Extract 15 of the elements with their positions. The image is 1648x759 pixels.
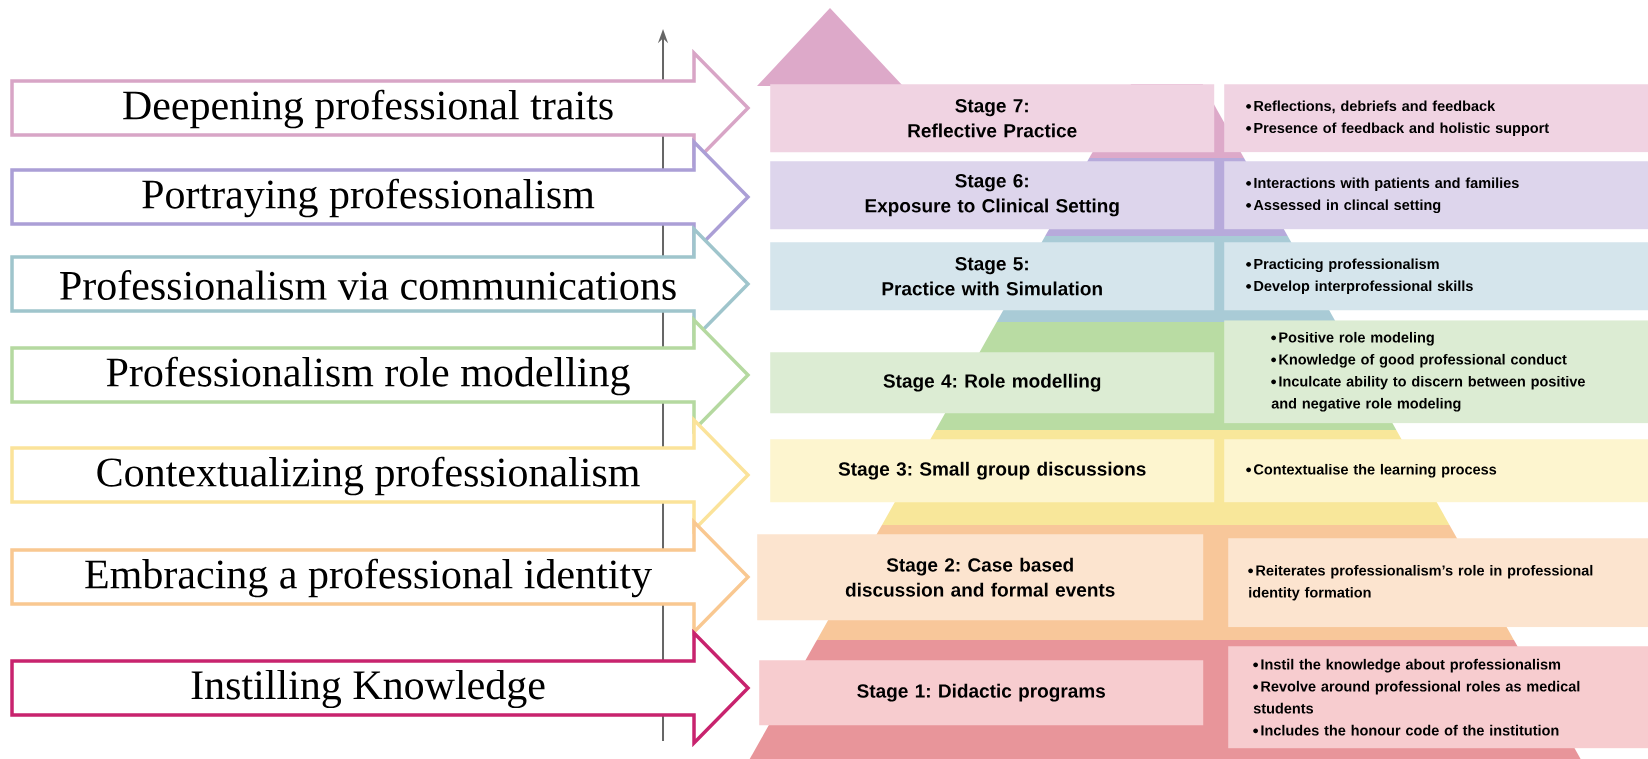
description-box: Positive role modeling Knowledge of good professional conduct Inculcate ability to discern between positive and negative role modeling: [1224, 320, 1648, 424]
description-box: Interactions with patients and families Assessed in clincal setting: [1224, 161, 1648, 230]
description-box: Practicing professionalism Develop interprofessional skills: [1224, 242, 1648, 311]
stage-box: Stage 5: Practice with Simulation: [770, 242, 1215, 311]
node-label: Instilling Knowledge: [191, 669, 545, 709]
description-box: Reflections, debriefs and feedback Presence of feedback and holistic support: [1224, 84, 1648, 153]
stage-box: Stage 3: Small group discussions: [770, 439, 1215, 503]
description-box: Instil the knowledge about professionalism Revolve around professional roles as medical students Includes the honour code of the institution: [1228, 646, 1648, 749]
stage-box: Stage 6: Exposure to Clinical Setting: [770, 161, 1215, 230]
description-box: Contextualise the learning process: [1224, 439, 1648, 503]
description-box: Reiterates professionalism’s role in professional identity formation: [1228, 538, 1648, 628]
stage-box: Stage 4: Role modelling: [770, 352, 1215, 414]
stage-box: Stage 2: Case based discussion and formal events: [757, 534, 1204, 621]
stage-box: Stage 1: Didactic programs: [759, 660, 1204, 726]
stage-box: Stage 7: Reflective Practice: [770, 84, 1215, 153]
